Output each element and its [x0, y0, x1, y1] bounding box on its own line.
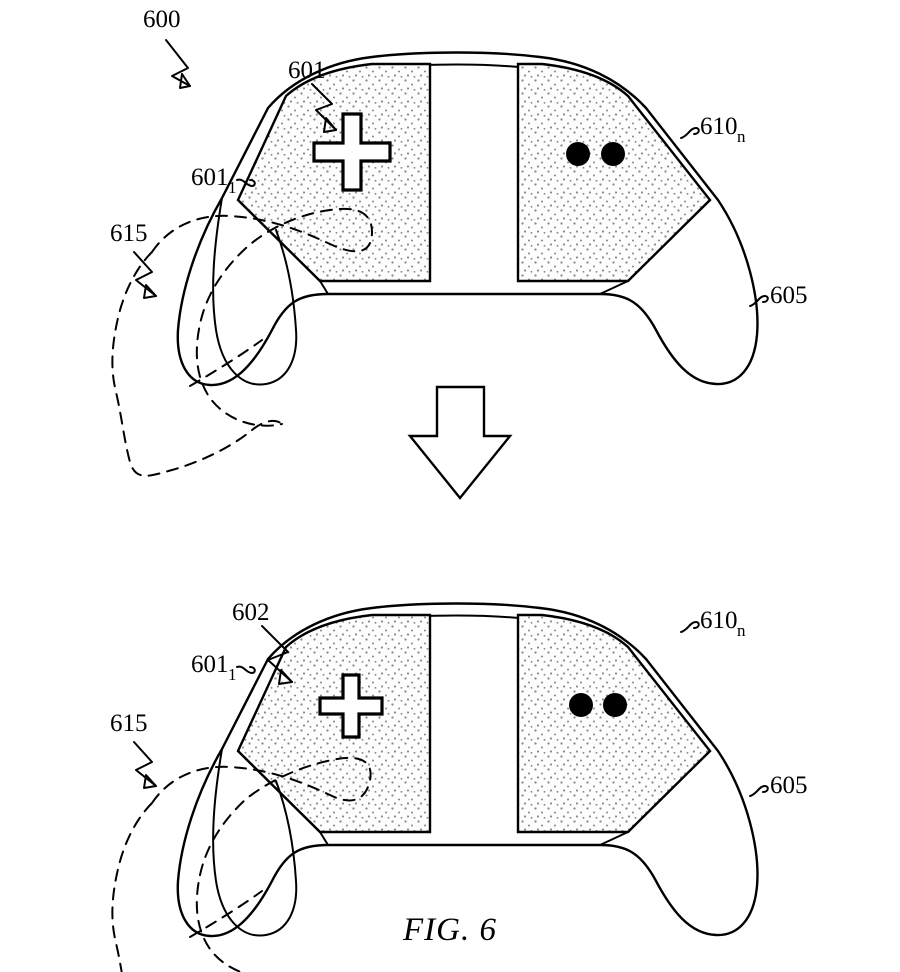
leader-601-1-upper — [236, 178, 256, 187]
label-610-n: 610 — [700, 113, 738, 140]
pad-right-lower-edge-lower — [599, 750, 711, 846]
button-dot-2-lower[interactable] — [603, 693, 627, 717]
leader-615-lower — [133, 741, 157, 789]
leader-615-upper — [133, 251, 157, 299]
leader-610-n-upper — [680, 127, 700, 139]
button-dot-1-lower[interactable] — [569, 693, 593, 717]
leader-602 — [261, 625, 293, 685]
label-601-1-lower: 601 — [191, 651, 229, 678]
leader-601-upper — [311, 83, 337, 133]
leader-601-1-lower — [236, 665, 256, 674]
label-615-lower: 615 — [110, 710, 148, 737]
label-601: 601 — [288, 57, 326, 84]
control-element-cross-upper[interactable] — [312, 112, 392, 192]
pad-left-lower-edge-upper — [237, 199, 329, 295]
pad-right-lower-edge-upper — [599, 199, 711, 295]
leader-610-n-lower — [680, 621, 700, 633]
label-602: 602 — [232, 599, 270, 626]
pad-left-lower-edge-lower — [237, 750, 329, 846]
label-605-lower: 605 — [770, 772, 808, 799]
transition-arrow-group — [407, 385, 513, 500]
figure-caption: FIG. 6 — [402, 912, 497, 948]
label-601-1: 601 — [191, 164, 229, 191]
panel-before-relocation: 600 601 601 1 610 n 605 — [110, 6, 808, 477]
leader-600 — [165, 39, 191, 89]
button-dot-1-upper[interactable] — [566, 142, 590, 166]
label-601-1-lower-subscript: 1 — [228, 665, 237, 684]
label-600: 600 — [143, 6, 181, 33]
control-element-cross-lower[interactable] — [318, 673, 384, 739]
leader-605-lower — [749, 785, 769, 797]
leader-605-upper — [749, 295, 769, 307]
label-610-n-lower-subscript: n — [737, 621, 746, 640]
label-605: 605 — [770, 282, 808, 309]
label-610-n-lower: 610 — [700, 607, 738, 634]
label-615: 615 — [110, 220, 148, 247]
panel-after-relocation: 602 601 1 610 n 605 615 — [110, 599, 808, 972]
label-610-n-subscript: n — [737, 127, 746, 146]
downward-transition-arrow — [407, 385, 513, 500]
button-dot-2-upper[interactable] — [601, 142, 625, 166]
label-601-1-subscript: 1 — [228, 178, 237, 197]
